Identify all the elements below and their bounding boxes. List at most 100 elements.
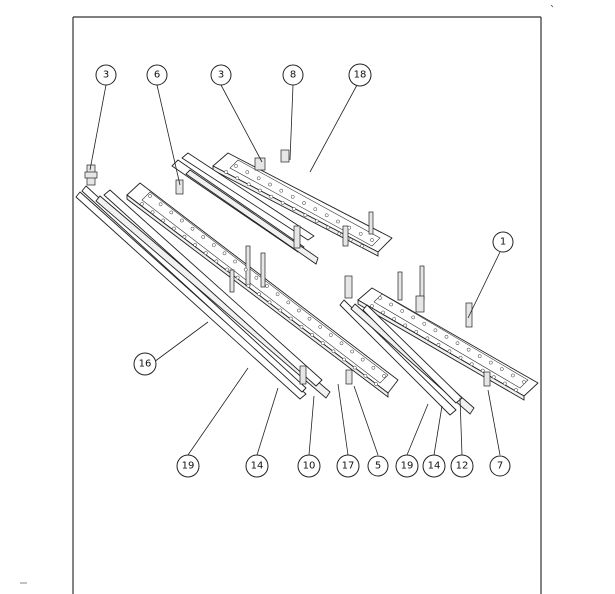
plate-hole bbox=[256, 176, 261, 181]
plate-hole bbox=[403, 323, 408, 328]
plate-hole bbox=[370, 238, 374, 242]
plate-hole bbox=[360, 357, 365, 362]
plate-hole bbox=[320, 341, 325, 345]
plate-hole bbox=[313, 207, 318, 212]
callout-label: 6 bbox=[154, 70, 160, 81]
plate-hole bbox=[328, 333, 333, 337]
plate-hole bbox=[370, 304, 374, 308]
plate-hole bbox=[235, 275, 240, 280]
plate-hole bbox=[233, 259, 237, 264]
plate-hole bbox=[180, 218, 184, 223]
callout-14: 14 bbox=[422, 454, 446, 478]
plate-hole bbox=[267, 300, 272, 305]
callout-17: 17 bbox=[336, 454, 360, 478]
right-plate-assembly bbox=[339, 265, 539, 416]
plate-hole bbox=[414, 329, 419, 334]
plate-hole bbox=[324, 213, 329, 218]
plate-hole bbox=[469, 362, 474, 367]
plate-hole bbox=[363, 373, 368, 378]
plate-hole bbox=[243, 267, 248, 272]
callout-18: 18 bbox=[348, 63, 372, 87]
callout-label: 3 bbox=[218, 70, 224, 81]
callout-label: 17 bbox=[342, 461, 355, 472]
plate-hole bbox=[302, 201, 306, 205]
plate-hole bbox=[422, 321, 427, 326]
plate-hole bbox=[491, 375, 496, 379]
callout-label: 5 bbox=[375, 461, 381, 472]
plate-hole bbox=[392, 317, 397, 321]
plate-hole bbox=[348, 237, 353, 242]
plate-hole bbox=[279, 188, 284, 193]
plate-hole bbox=[280, 200, 285, 205]
callout-label: 12 bbox=[456, 461, 469, 472]
plate-hole bbox=[234, 164, 238, 168]
plate-hole bbox=[444, 334, 449, 339]
plate-hole bbox=[278, 308, 283, 313]
plate-hole bbox=[331, 349, 336, 354]
plate-hole bbox=[257, 292, 261, 296]
plate-hole bbox=[235, 176, 240, 181]
plate-hole bbox=[326, 225, 330, 230]
plate-hole bbox=[447, 349, 452, 354]
plate-hole bbox=[342, 357, 346, 362]
plate-hole bbox=[161, 218, 166, 223]
plate-hole bbox=[339, 341, 344, 346]
plate-hole bbox=[347, 225, 352, 230]
plate-hole bbox=[193, 243, 198, 247]
callout-7: 7 bbox=[489, 455, 511, 477]
plate-hole bbox=[307, 316, 312, 321]
callout-label: 10 bbox=[303, 461, 316, 472]
plate-hole bbox=[211, 243, 216, 247]
callout-12: 12 bbox=[450, 454, 474, 478]
plate-hole bbox=[182, 234, 187, 239]
plate-hole bbox=[455, 341, 460, 346]
callout-6: 6 bbox=[146, 64, 168, 86]
plate-hole bbox=[169, 210, 174, 215]
plate-hole bbox=[488, 360, 493, 365]
plate-hole bbox=[522, 380, 526, 384]
plate-hole bbox=[480, 368, 485, 373]
callout-label: 19 bbox=[182, 461, 195, 472]
callout-8: 8 bbox=[282, 64, 304, 86]
plate-hole bbox=[378, 296, 382, 300]
plate-hole bbox=[503, 381, 507, 386]
callout-label: 3 bbox=[103, 70, 109, 81]
plate-hole bbox=[436, 342, 441, 347]
plate-hole bbox=[400, 309, 405, 313]
callout-label: 19 bbox=[401, 461, 414, 472]
plate-hole bbox=[314, 219, 319, 224]
leader-lines bbox=[89, 84, 501, 456]
callout-3: 3 bbox=[95, 64, 117, 86]
plate-hole bbox=[201, 235, 206, 239]
callout-16: 16 bbox=[133, 352, 157, 376]
plate-hole bbox=[381, 310, 385, 315]
plate-hole bbox=[371, 365, 376, 370]
plate-hole bbox=[172, 226, 176, 231]
plate-hole bbox=[246, 182, 251, 187]
plate-hole bbox=[389, 302, 393, 307]
plate-hole bbox=[254, 275, 259, 280]
plate-hole bbox=[318, 325, 323, 329]
plate-hole bbox=[458, 355, 463, 360]
plate-hole bbox=[466, 347, 471, 352]
callout-3: 3 bbox=[210, 64, 232, 86]
plate-hole bbox=[286, 300, 291, 305]
plate-hole bbox=[360, 244, 364, 248]
plate-hole bbox=[352, 365, 357, 370]
callout-5: 5 bbox=[367, 455, 389, 477]
plate-hole bbox=[140, 202, 144, 206]
plate-hole bbox=[214, 259, 219, 264]
callout-label: 14 bbox=[251, 461, 264, 472]
callout-label: 1 bbox=[500, 237, 506, 248]
plate-hole bbox=[511, 373, 515, 378]
plate-hole bbox=[150, 210, 155, 215]
plate-hole bbox=[224, 170, 228, 174]
plate-holes bbox=[140, 164, 526, 392]
plate-hole bbox=[499, 367, 504, 371]
callout-10: 10 bbox=[297, 454, 321, 478]
plate-hole bbox=[158, 202, 163, 207]
plate-hole bbox=[269, 194, 274, 199]
plate-hole bbox=[358, 231, 363, 236]
plate-hole bbox=[310, 333, 315, 337]
